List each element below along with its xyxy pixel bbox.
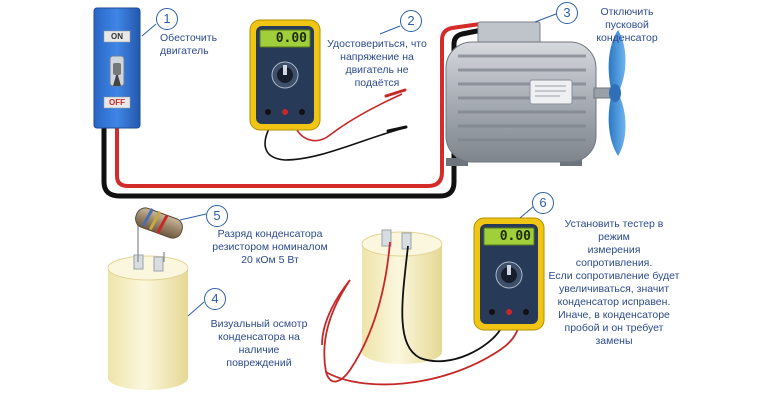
- power-cable: [101, 22, 485, 199]
- switch-off-label: OFF: [109, 98, 125, 107]
- step-2-number: 2: [400, 10, 422, 32]
- step-3-label: Отключить пусковой конденсатор: [596, 6, 658, 44]
- step-2-label: Удостовериться, что напряжение на двигат…: [327, 38, 427, 89]
- capacitor-right: [361, 229, 443, 364]
- step-5-label: Разряд конденсатора резистором номиналом…: [212, 228, 328, 266]
- multimeter-bottom-leads: [321, 241, 521, 386]
- step-5-number: 5: [206, 205, 228, 227]
- power-switch[interactable]: [93, 7, 141, 129]
- discharge-resistor: [135, 207, 183, 262]
- electric-motor: [445, 21, 613, 166]
- step-3-number: 3: [556, 2, 578, 24]
- step-4-label: Визуальный осмотр конденсатора на наличи…: [210, 318, 308, 369]
- capacitor-left: [107, 254, 189, 390]
- step-4-number: 4: [204, 288, 226, 310]
- multimeter-top-leads: [264, 88, 408, 161]
- multimeter-top: [249, 19, 321, 131]
- multimeter-top-display: 0.00: [275, 31, 307, 46]
- multimeter-bottom: [473, 217, 545, 331]
- callout-lines: [141, 13, 557, 317]
- step-6-label: Установить тестер в режим измерения сопр…: [548, 218, 680, 347]
- switch-on-label: ON: [111, 32, 123, 41]
- multimeter-bottom-display: 0.00: [499, 229, 531, 244]
- step-1-number: 1: [156, 8, 178, 30]
- motor-fan: [608, 30, 626, 156]
- step-6-number: 6: [532, 192, 554, 214]
- step-1-label: Обесточить двигатель: [160, 32, 218, 57]
